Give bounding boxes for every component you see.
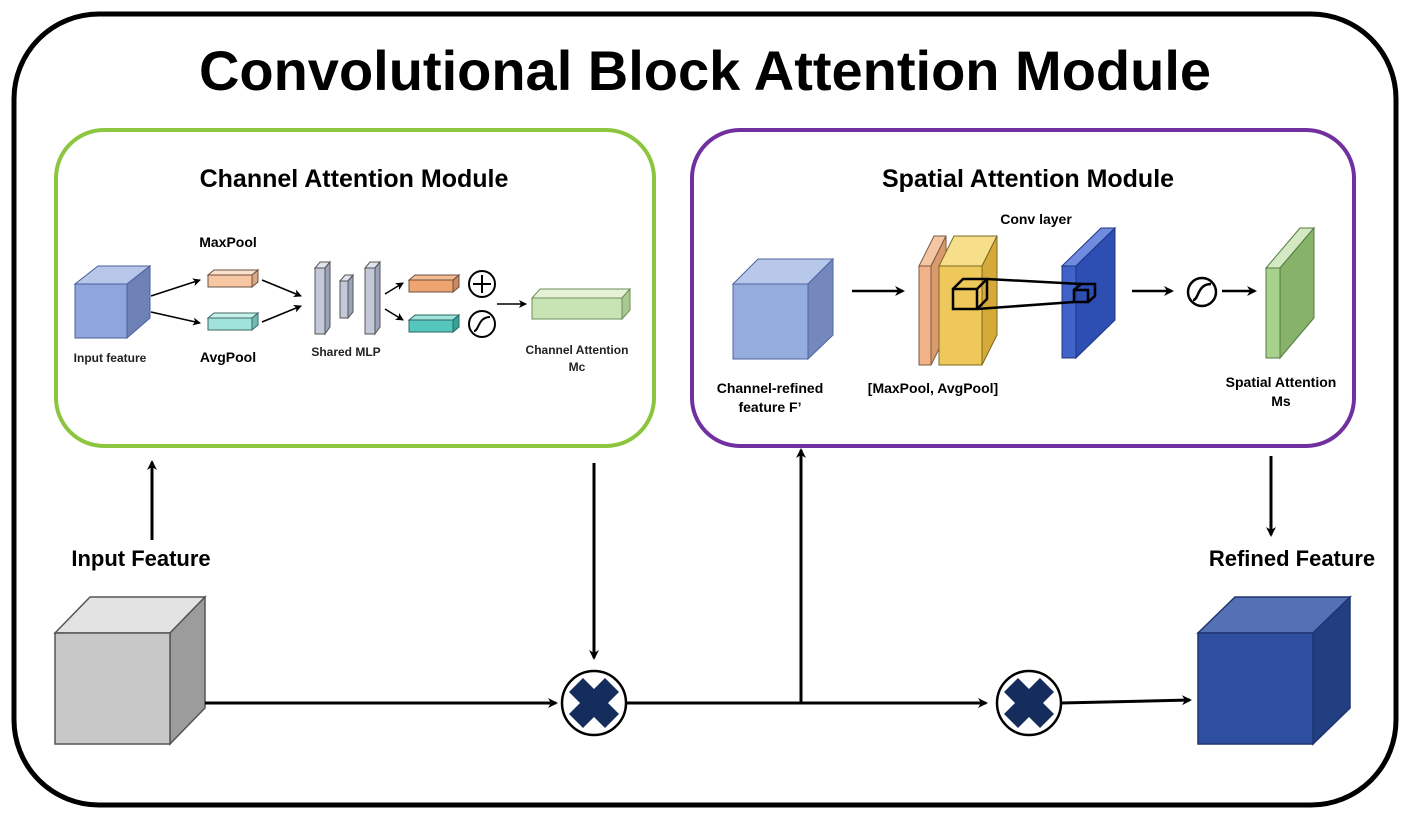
pool-label: [MaxPool, AvgPool] xyxy=(868,380,998,396)
refined-feature-label: Refined Feature xyxy=(1209,546,1375,571)
spatial-module-title: Spatial Attention Module xyxy=(882,165,1174,193)
maxpool-bar xyxy=(206,268,260,289)
mlp-avg-output-bar xyxy=(407,313,461,334)
channel-module-title: Channel Attention Module xyxy=(200,165,509,193)
channel-attention-module: Channel Attention Module Input feature M… xyxy=(54,128,656,448)
refined-feature-cube xyxy=(1196,595,1352,746)
spatial-output-label-1: Spatial Attention xyxy=(1226,374,1337,390)
multiply-icon-2 xyxy=(995,669,1063,737)
shared-mlp-label: Shared MLP xyxy=(311,345,380,359)
channel-input-cube xyxy=(73,264,152,340)
avgpool-label: AvgPool xyxy=(200,349,256,365)
input-feature-label: Input Feature xyxy=(71,546,210,571)
plus-circle-icon xyxy=(468,270,496,298)
shared-mlp xyxy=(313,260,382,336)
channel-output-label-2: Mc xyxy=(569,360,586,374)
channel-input-label: Input feature xyxy=(74,351,147,365)
spatial-attention-module: Spatial Attention Module Channel-refined… xyxy=(690,128,1356,448)
spatial-module-border xyxy=(690,128,1356,448)
channel-output-label-1: Channel Attention xyxy=(526,343,629,357)
channel-refined-label-1: Channel-refined xyxy=(717,380,824,396)
main-title: Convolutional Block Attention Module xyxy=(199,39,1211,102)
multiply-icon-1 xyxy=(560,669,628,737)
channel-attention-output xyxy=(530,287,632,321)
spatial-output-label-2: Ms xyxy=(1271,393,1291,409)
avgpool-feature-map xyxy=(938,235,998,366)
channel-refined-label-2: feature F’ xyxy=(738,399,801,415)
maxpool-label: MaxPool xyxy=(199,234,257,250)
channel-refined-cube xyxy=(731,257,835,361)
spatial-sigmoid-icon xyxy=(1186,276,1218,308)
mlp-max-output-bar xyxy=(407,273,461,294)
sigmoid-icon xyxy=(468,310,496,338)
avgpool-bar xyxy=(206,311,260,332)
conv-layer-label: Conv layer xyxy=(1000,211,1072,227)
conv-kernel-target xyxy=(1072,282,1097,304)
channel-module-border xyxy=(54,128,656,448)
input-feature-cube xyxy=(53,595,207,746)
spatial-attention-output xyxy=(1264,226,1316,360)
